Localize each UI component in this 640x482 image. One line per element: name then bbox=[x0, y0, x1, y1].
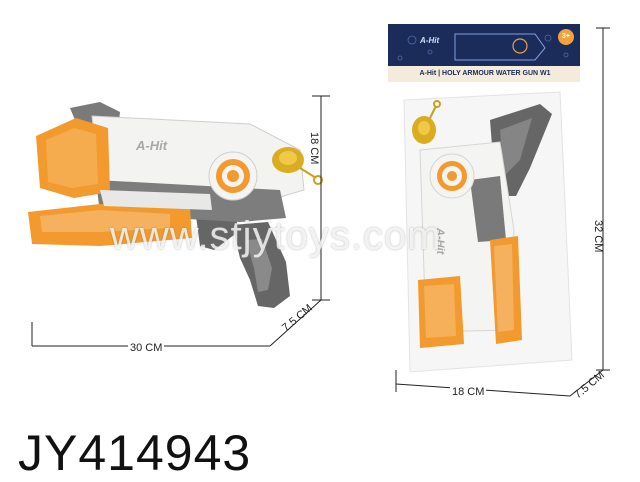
dimension-length-left: 30 CM bbox=[128, 342, 165, 354]
brand-logo-side: A-Hit bbox=[136, 138, 168, 153]
package-title: A-Hit | HOLY ARMOUR WATER GUN W1 bbox=[419, 70, 551, 77]
dimension-height-right: 32 CM bbox=[592, 220, 604, 253]
watermark-text: www.stjytoys.com bbox=[110, 214, 442, 258]
product-code: JY414943 bbox=[18, 425, 252, 481]
age-badge: 3+ bbox=[558, 29, 574, 45]
package-header-brand: A-Hit bbox=[420, 36, 440, 45]
dimension-width-right: 18 CM bbox=[450, 386, 487, 398]
